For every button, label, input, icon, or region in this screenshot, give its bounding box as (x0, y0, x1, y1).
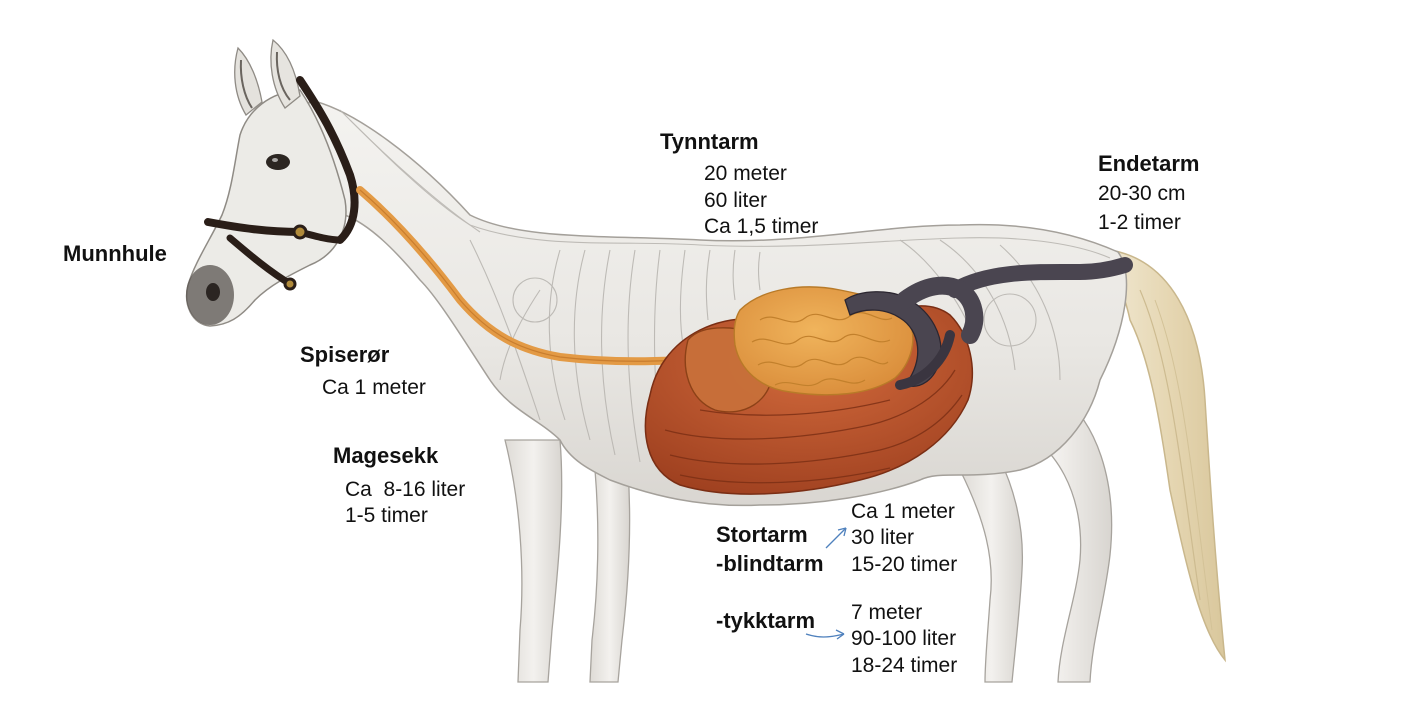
skeleton-sketch (339, 109, 1111, 471)
label-stortarm: Stortarm (716, 522, 808, 547)
spiseror-length: Ca 1 meter (322, 376, 426, 399)
front-leg-far (589, 469, 631, 683)
label-munnhule: Munnhule (63, 241, 167, 266)
label-magesekk: Magesekk (333, 443, 439, 468)
tail (1109, 249, 1226, 663)
tykktarm-time: 18-24 timer (851, 654, 958, 677)
tynntarm-length: 20 meter (704, 162, 787, 185)
halter (204, 76, 359, 291)
tykktarm-volume: 90-100 liter (851, 627, 957, 650)
label-tykktarm: -tykktarm (716, 608, 816, 633)
endetarm-time: 1-2 timer (1098, 211, 1181, 234)
tykktarm-length: 7 meter (851, 601, 923, 624)
label-spiseror: Spiserør (300, 342, 390, 367)
hind-leg-near (998, 394, 1113, 683)
label-blindtarm: -blindtarm (716, 551, 824, 576)
front-leg-near (504, 439, 563, 683)
magesekk-time: 1-5 timer (345, 504, 428, 527)
endetarm-length: 20-30 cm (1098, 182, 1186, 205)
eye (266, 154, 290, 170)
blindtarm-volume: 30 liter (851, 526, 915, 549)
arrow-tykktarm (805, 629, 845, 640)
blindtarm-length: Ca 1 meter (851, 500, 955, 523)
blindtarm-time: 15-20 timer (851, 553, 958, 576)
magesekk-volume: Ca 8-16 liter (345, 478, 466, 501)
label-endetarm: Endetarm (1098, 151, 1200, 176)
hind-leg-far (959, 459, 1024, 683)
tynntarm-time: Ca 1,5 timer (704, 215, 819, 238)
horse-head (186, 89, 347, 327)
ear-left (234, 46, 263, 116)
ear-right (270, 38, 301, 109)
label-tynntarm: Tynntarm (660, 129, 759, 154)
arrow-blindtarm (825, 527, 847, 549)
tynntarm-volume: 60 liter (704, 189, 768, 212)
